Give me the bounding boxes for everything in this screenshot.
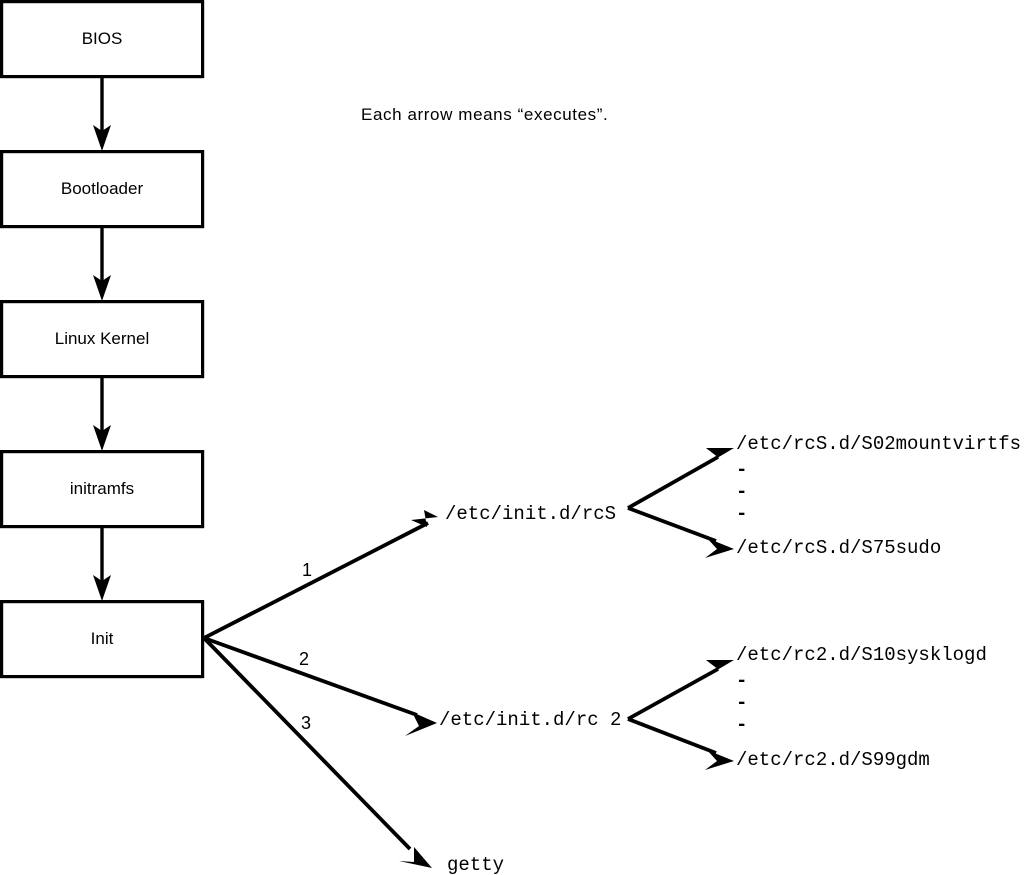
- box-initramfs-label: initramfs: [70, 479, 134, 498]
- box-init-rect: [0, 599, 205, 679]
- rcs-upper-arrowhead: [706, 448, 734, 464]
- box-linux-kernel-rect: [0, 300, 205, 379]
- box-bios-label: BIOS: [82, 29, 123, 48]
- rcs-ellipsis-dash-1: -: [736, 459, 747, 481]
- rc2-upper-line: [627, 667, 719, 721]
- rc2-lower-line: [627, 717, 717, 755]
- box-bootloader[interactable]: Bootloader: [0, 150, 205, 229]
- branch-1-arrowhead: [411, 510, 438, 527]
- branch-1-number: 1: [302, 560, 312, 580]
- rc2-ellipsis-dash-3: -: [736, 714, 747, 736]
- box-init[interactable]: Init: [0, 599, 205, 679]
- label-etc-init-d-rc-2: /etc/init.d/rc 2: [439, 709, 621, 731]
- branch-3-number: 3: [301, 713, 311, 733]
- init-branch-1: 1: [203, 510, 438, 640]
- rcs-upper-line: [627, 455, 719, 510]
- branch-3-line: [202, 636, 412, 851]
- branch-1-line: [203, 521, 429, 640]
- rcs-ellipsis-dash-3: -: [736, 503, 747, 525]
- box-bootloader-label: Bootloader: [61, 179, 144, 198]
- init-branch-2: 2: [203, 636, 437, 736]
- init-branch-3: 3: [202, 636, 432, 868]
- label-rc2-first-script: /etc/rc2.d/S10sysklogd: [736, 644, 987, 666]
- label-rcs-last-script: /etc/rcS.d/S75sudo: [736, 537, 941, 559]
- branch-2-arrowhead: [405, 712, 437, 736]
- rc2-lower-arrowhead: [705, 750, 734, 770]
- label-getty: getty: [447, 854, 504, 875]
- rc2-fanout: [627, 660, 734, 770]
- arrowhead-kernel-to-initramfs: [93, 425, 111, 451]
- arrowhead-initramfs-to-init: [93, 575, 111, 601]
- arrowhead-bootloader-to-kernel: [93, 275, 111, 301]
- box-initramfs-rect: [0, 450, 205, 529]
- label-rcs-first-script: /etc/rcS.d/S02mountvirtfs: [736, 433, 1021, 455]
- diagram-caption: Each arrow means “executes”.: [361, 105, 608, 124]
- label-etc-init-d-rcs: /etc/init.d/rcS: [445, 503, 616, 525]
- box-initramfs[interactable]: initramfs: [0, 450, 205, 529]
- label-rc2-last-script: /etc/rc2.d/S99gdm: [736, 749, 930, 771]
- box-linux-kernel[interactable]: Linux Kernel: [0, 300, 205, 379]
- boot-chain-connectors: [93, 77, 111, 601]
- rcs-lower-line: [627, 506, 717, 543]
- box-bios-rect: [0, 0, 205, 79]
- branch-3-arrowhead: [399, 847, 432, 868]
- arrowhead-bios-to-bootloader: [93, 125, 111, 151]
- box-init-label: Init: [91, 629, 114, 648]
- branch-2-line: [203, 636, 418, 717]
- rc2-ellipsis-dash-2: -: [736, 692, 747, 714]
- branch-2-number: 2: [299, 649, 309, 669]
- rcs-ellipsis-dash-2: -: [736, 481, 747, 503]
- box-bootloader-rect: [0, 150, 205, 229]
- box-bios[interactable]: BIOS: [0, 0, 205, 79]
- rc2-upper-arrowhead: [706, 660, 734, 676]
- rc2-ellipsis-dash-1: -: [736, 670, 747, 692]
- rcs-fanout: [627, 448, 734, 558]
- box-linux-kernel-label: Linux Kernel: [55, 329, 150, 348]
- rcs-lower-arrowhead: [705, 538, 734, 558]
